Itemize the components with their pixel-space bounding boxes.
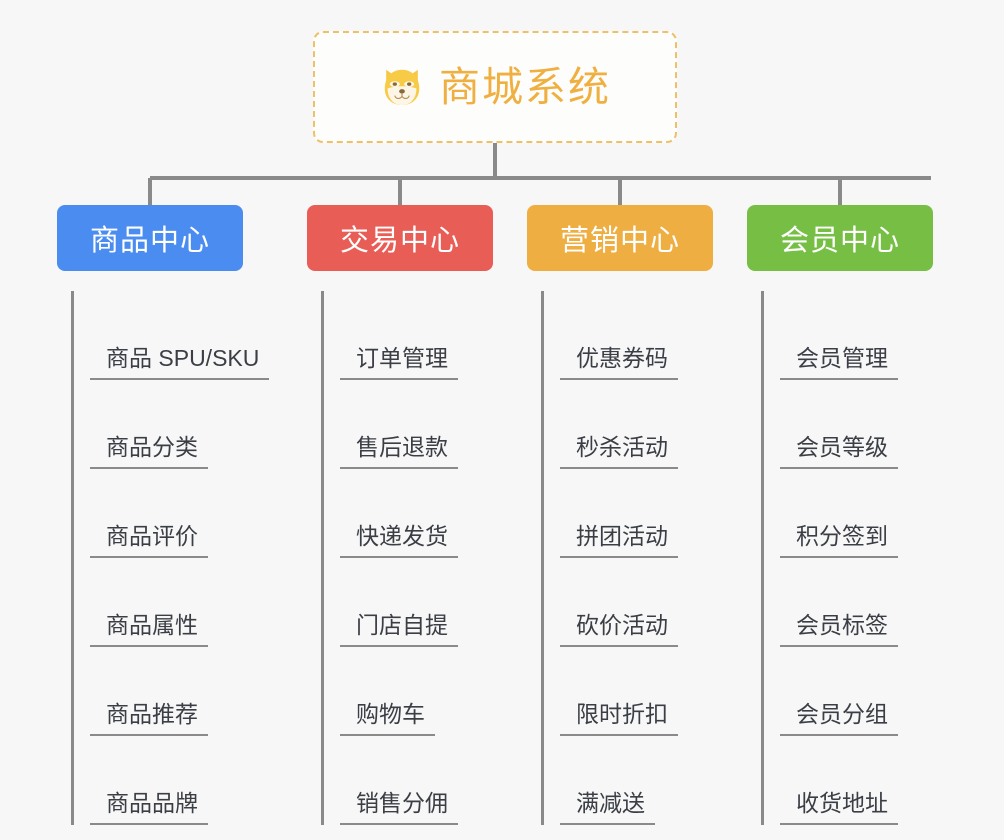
leaf-item[interactable]: 销售分佣 [324, 736, 537, 825]
branch-column-0: 商品中心 商品 SPU/SKU 商品分类 商品评价 商品属性 商品推荐 商品品牌 [57, 205, 287, 825]
leaf-label: 会员标签 [780, 612, 898, 647]
leaf-label: 商品品牌 [90, 790, 208, 825]
branch-column-3: 会员中心 会员管理 会员等级 积分签到 会员标签 会员分组 收货地址 [747, 205, 977, 825]
leaf-label: 销售分佣 [340, 790, 458, 825]
leaf-label: 商品属性 [90, 612, 208, 647]
leaf-item[interactable]: 商品属性 [74, 558, 287, 647]
leaf-item[interactable]: 会员标签 [764, 558, 977, 647]
leaf-item[interactable]: 砍价活动 [544, 558, 757, 647]
leaf-label: 商品评价 [90, 523, 208, 558]
category-box-0[interactable]: 商品中心 [57, 205, 243, 271]
leaf-item[interactable]: 会员管理 [764, 291, 977, 380]
leaf-item[interactable]: 商品分类 [74, 380, 287, 469]
leaf-label: 满减送 [560, 790, 655, 825]
leaf-item[interactable]: 满减送 [544, 736, 757, 825]
leaf-item[interactable]: 售后退款 [324, 380, 537, 469]
root-title: 商城系统 [439, 63, 611, 110]
leaf-item[interactable]: 商品评价 [74, 469, 287, 558]
leaf-label: 拼团活动 [560, 523, 678, 558]
leaf-item[interactable]: 门店自提 [324, 558, 537, 647]
leaf-label: 购物车 [340, 701, 435, 736]
category-label-1: 交易中心 [339, 225, 460, 257]
leaf-item[interactable]: 积分签到 [764, 469, 977, 558]
category-label-0: 商品中心 [89, 225, 210, 257]
leaf-item[interactable]: 快递发货 [324, 469, 537, 558]
leaf-label: 收货地址 [780, 790, 898, 825]
branch-column-2: 营销中心 优惠券码 秒杀活动 拼团活动 砍价活动 限时折扣 满减送 [527, 205, 757, 825]
leaf-label: 门店自提 [340, 612, 458, 647]
leaf-label: 售后退款 [340, 434, 458, 469]
root-node[interactable]: 商城系统 [313, 31, 677, 143]
leaf-item[interactable]: 收货地址 [764, 736, 977, 825]
leaf-item[interactable]: 商品品牌 [74, 736, 287, 825]
shiba-dog-icon [384, 69, 420, 105]
leaf-item[interactable]: 会员等级 [764, 380, 977, 469]
leaf-label: 砍价活动 [560, 612, 678, 647]
leaf-list-0: 商品 SPU/SKU 商品分类 商品评价 商品属性 商品推荐 商品品牌 [71, 291, 287, 825]
leaf-label: 订单管理 [340, 345, 458, 380]
category-box-3[interactable]: 会员中心 [747, 205, 933, 271]
leaf-item[interactable]: 购物车 [324, 647, 537, 736]
leaf-item[interactable]: 优惠券码 [544, 291, 757, 380]
leaf-label: 商品分类 [90, 434, 208, 469]
leaf-label: 商品推荐 [90, 701, 208, 736]
leaf-list-1: 订单管理 售后退款 快递发货 门店自提 购物车 销售分佣 [321, 291, 537, 825]
leaf-item[interactable]: 订单管理 [324, 291, 537, 380]
leaf-item[interactable]: 拼团活动 [544, 469, 757, 558]
leaf-item[interactable]: 商品推荐 [74, 647, 287, 736]
leaf-list-3: 会员管理 会员等级 积分签到 会员标签 会员分组 收货地址 [761, 291, 977, 825]
leaf-item[interactable]: 商品 SPU/SKU [74, 291, 287, 380]
leaf-label: 会员分组 [780, 701, 898, 736]
leaf-label: 快递发货 [340, 523, 458, 558]
leaf-item[interactable]: 秒杀活动 [544, 380, 757, 469]
branch-column-1: 交易中心 订单管理 售后退款 快递发货 门店自提 购物车 销售分佣 [307, 205, 537, 825]
category-box-2[interactable]: 营销中心 [527, 205, 713, 271]
leaf-label: 限时折扣 [560, 701, 678, 736]
leaf-label: 积分签到 [780, 523, 898, 558]
category-label-2: 营销中心 [559, 225, 680, 257]
leaf-item[interactable]: 会员分组 [764, 647, 977, 736]
leaf-label: 商品 SPU/SKU [90, 345, 270, 380]
category-label-3: 会员中心 [779, 225, 900, 257]
leaf-label: 优惠券码 [560, 345, 678, 380]
leaf-label: 秒杀活动 [560, 434, 678, 469]
leaf-item[interactable]: 限时折扣 [544, 647, 757, 736]
leaf-label: 会员等级 [780, 434, 898, 469]
category-box-1[interactable]: 交易中心 [307, 205, 493, 271]
leaf-list-2: 优惠券码 秒杀活动 拼团活动 砍价活动 限时折扣 满减送 [541, 291, 757, 825]
leaf-label: 会员管理 [780, 345, 898, 380]
